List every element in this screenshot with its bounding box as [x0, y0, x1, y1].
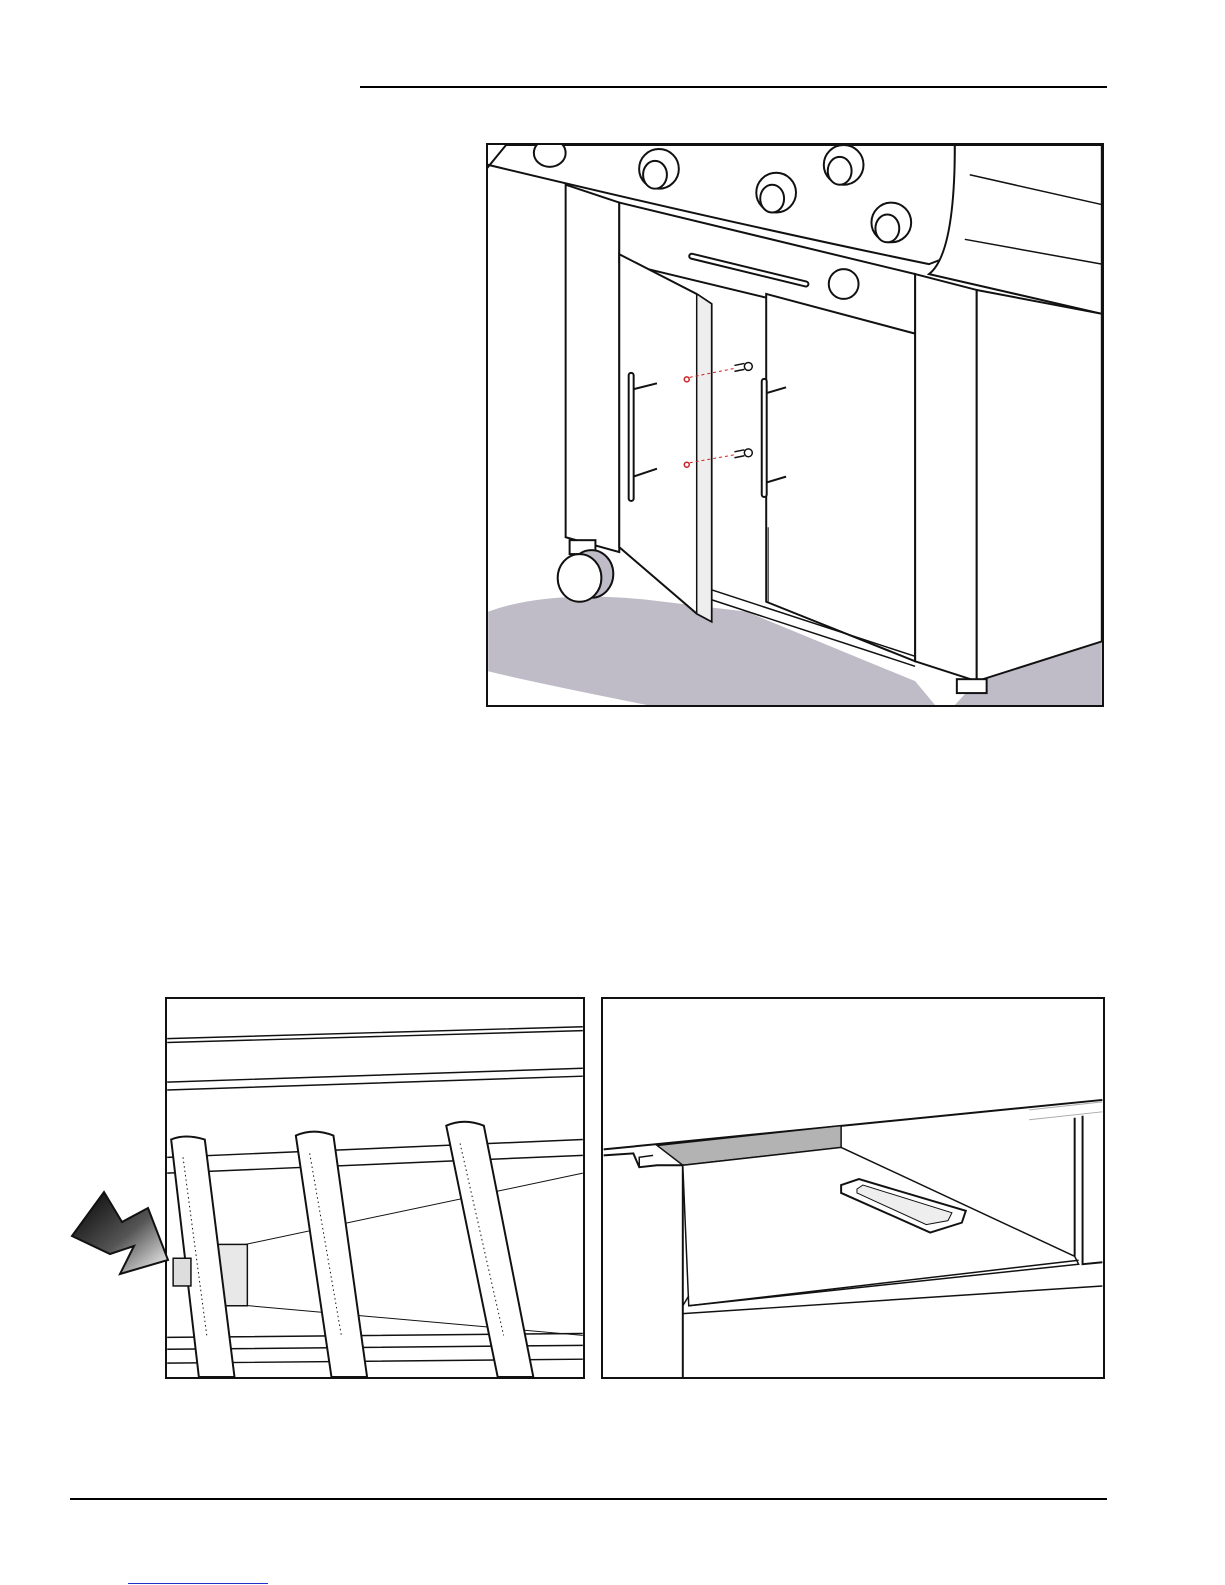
cabinet-door-right: [766, 294, 915, 661]
grease-tray-illustration: [603, 999, 1103, 1377]
hinge-screw: [734, 362, 752, 457]
figure-burner-tubes: [165, 997, 585, 1379]
footer-link-underline[interactable]: [128, 1583, 268, 1584]
cabinet-side-panel: [977, 290, 1102, 681]
door-assembly-illustration: [488, 145, 1102, 705]
figure-door-assembly: [486, 143, 1104, 707]
header-rule: [360, 86, 1107, 88]
cabinet-left-side: [566, 185, 620, 552]
figure-grease-tray: [601, 997, 1105, 1379]
cabinet-right-panel: [915, 274, 977, 681]
burner-tubes-illustration: [167, 999, 583, 1377]
caster-foot: [957, 679, 987, 693]
burner-clip: [173, 1258, 191, 1286]
cabinet-floor: [683, 1147, 1079, 1305]
arrow-icon: [70, 1190, 170, 1276]
callout-circle: [829, 269, 859, 299]
footer-rule: [70, 1498, 1107, 1500]
caster-wheel: [558, 540, 614, 602]
